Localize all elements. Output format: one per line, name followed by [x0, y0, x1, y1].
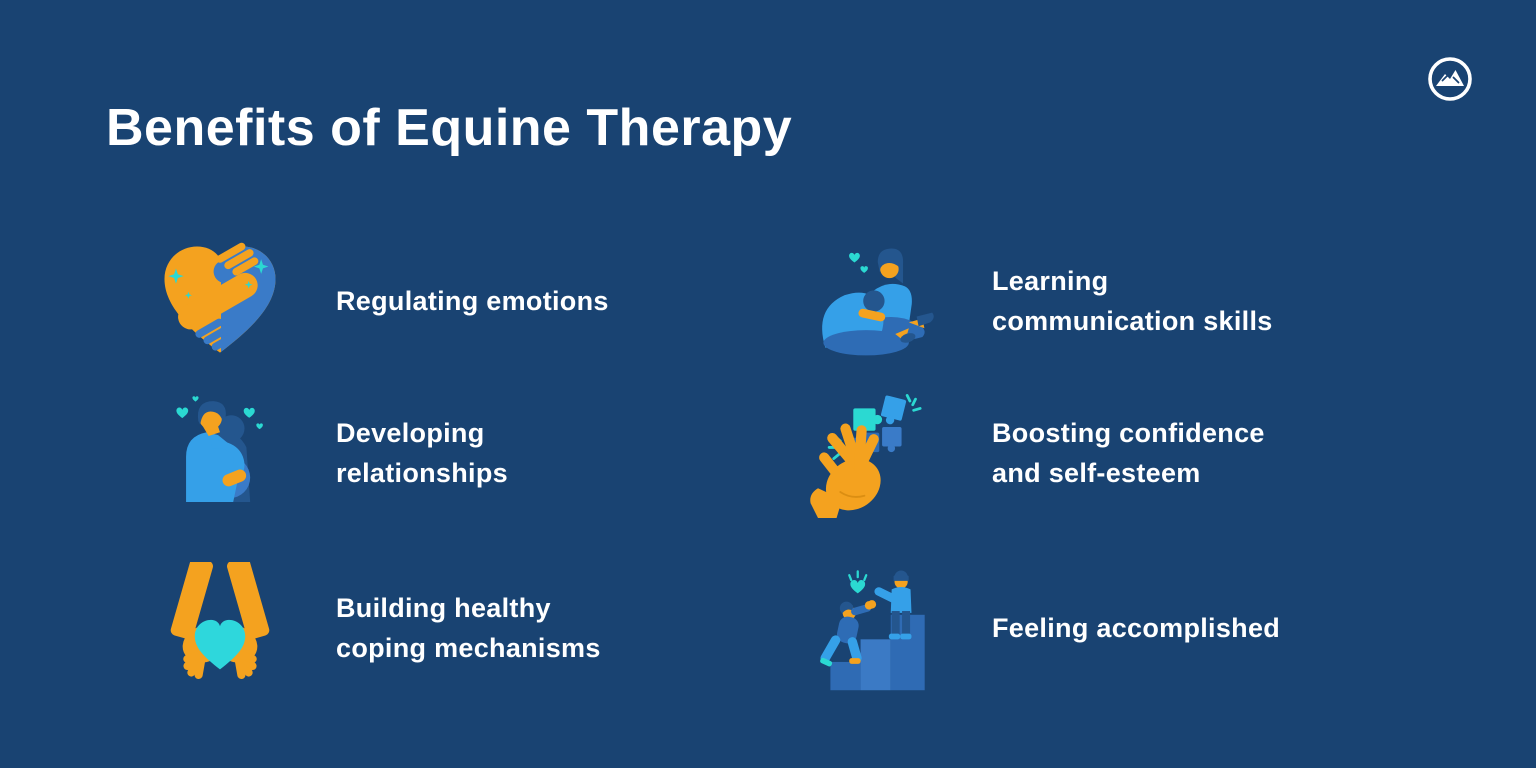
benefit-item-regulating-emotions: Regulating emotions	[150, 228, 609, 373]
benefit-item-learning-communication: Learning communication skills	[800, 228, 1273, 373]
hand-puzzle-icon	[800, 380, 940, 525]
heart-handshake-icon	[150, 228, 290, 373]
benefit-item-feeling-accomplished: Feeling accomplished	[800, 555, 1280, 700]
benefit-label: Boosting confidence and self-esteem	[992, 417, 1265, 488]
hands-holding-heart-icon	[150, 555, 290, 700]
benefit-label: Feeling accomplished	[992, 612, 1281, 643]
benefit-label: Developing relationships	[336, 417, 508, 488]
page-title: Benefits of Equine Therapy	[106, 99, 793, 157]
benefit-label: Learning communication skills	[992, 265, 1273, 336]
benefit-item-boosting-confidence: Boosting confidence and self-esteem	[800, 380, 1265, 525]
benefit-item-coping-mechanisms: Building healthy coping mechanisms	[150, 555, 601, 700]
people-hugging-icon	[150, 380, 290, 525]
benefit-label: Regulating emotions	[336, 285, 609, 316]
mountain-logo-icon	[1426, 55, 1474, 103]
people-sitting-support-icon	[800, 228, 940, 373]
benefit-item-developing-relationships: Developing relationships	[150, 380, 508, 525]
benefit-label: Building healthy coping mechanisms	[336, 592, 601, 663]
people-climbing-stairs-icon	[800, 555, 940, 700]
